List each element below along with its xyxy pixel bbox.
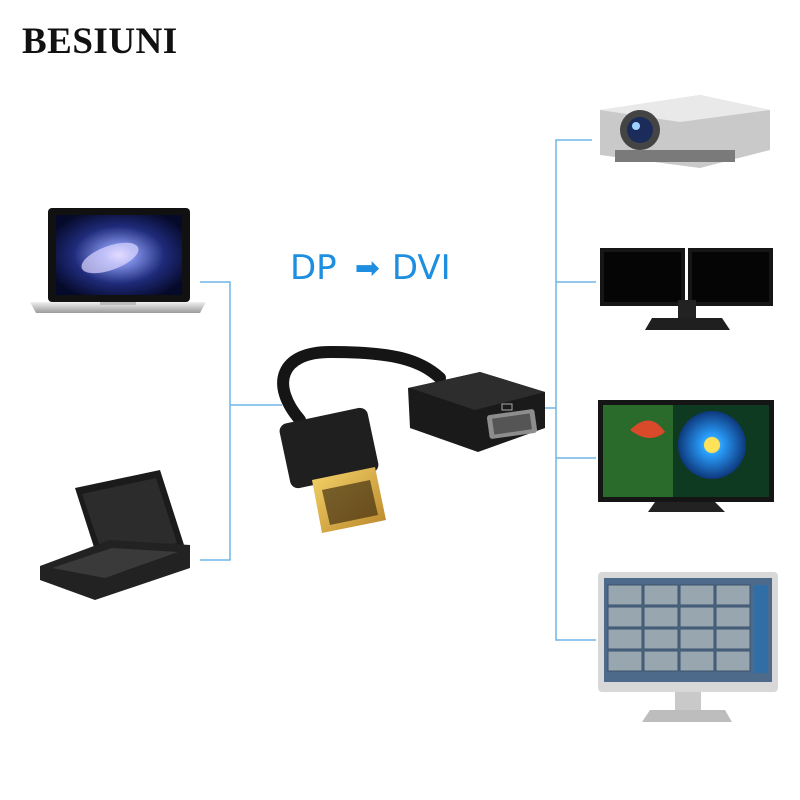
brand-logo: BESIUNI	[22, 21, 178, 62]
laptop-icon	[30, 208, 206, 313]
headline-from: DP	[290, 248, 337, 288]
dp-to-dvi-adapter	[277, 345, 545, 533]
dp-connector-body	[279, 407, 379, 489]
arrow-right-icon: ➡	[354, 250, 380, 286]
projector-icon	[600, 95, 770, 168]
lcd-monitor-icon	[598, 572, 778, 722]
headline: DP ➡ DVI	[290, 248, 451, 288]
tablet-laptop-icon	[40, 470, 190, 600]
dual-monitor-icon	[600, 248, 773, 330]
dvi-port-symbol-icon	[501, 403, 513, 411]
left-bracket-line	[200, 281, 231, 561]
tv-icon	[598, 400, 774, 512]
right-bracket-line	[555, 139, 596, 641]
connector-lines	[200, 139, 596, 641]
headline-to: DVI	[391, 248, 451, 288]
